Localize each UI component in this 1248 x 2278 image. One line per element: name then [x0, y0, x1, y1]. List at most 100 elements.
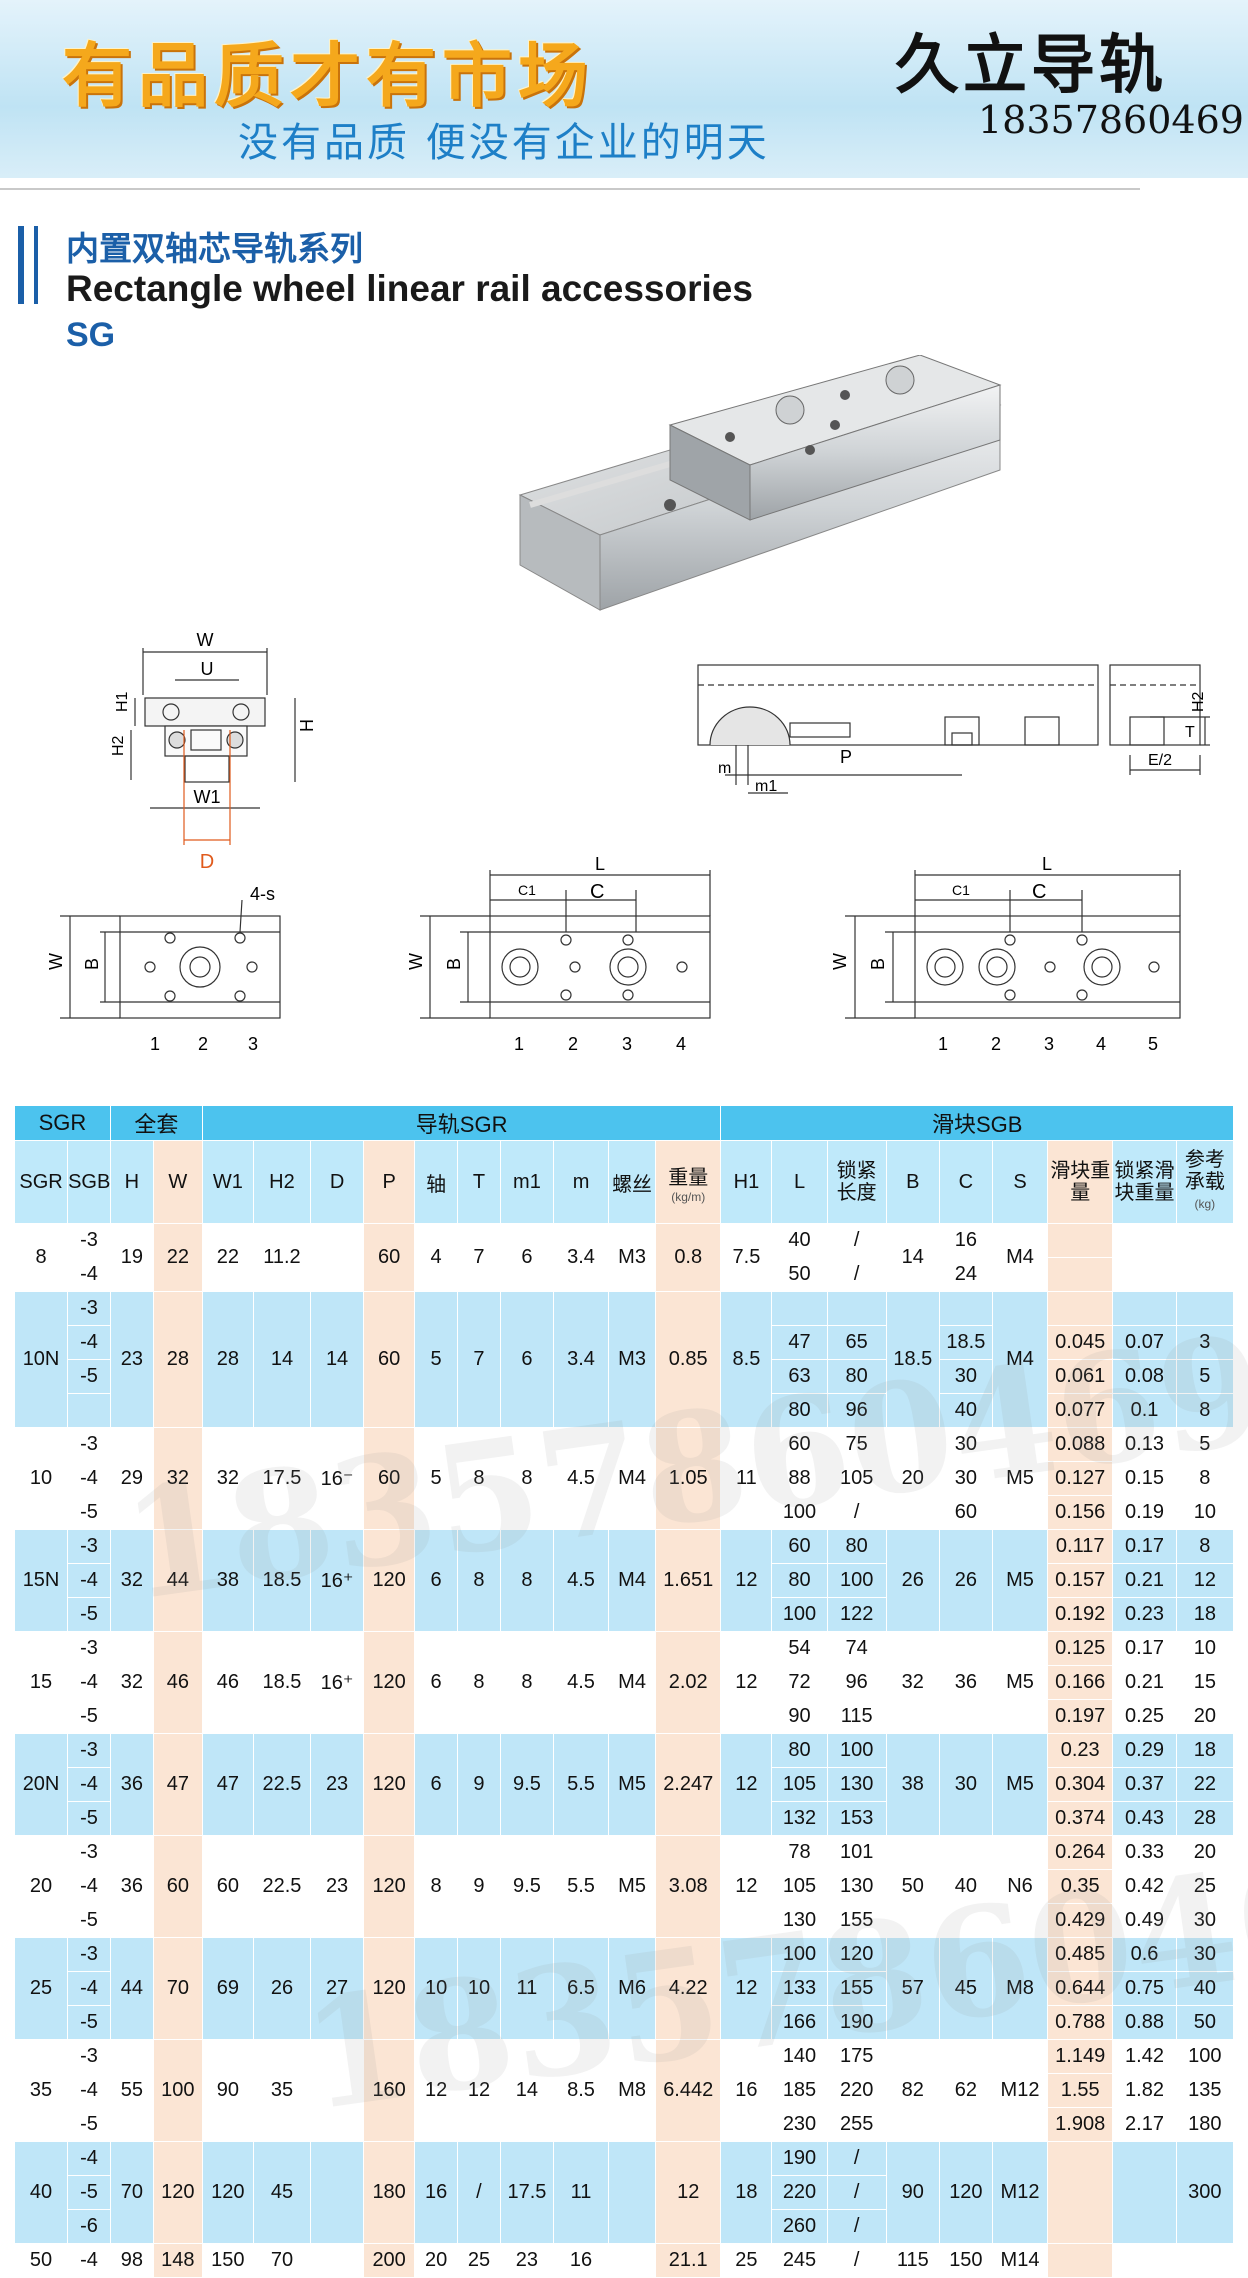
cell-lock-block-weight: 1.42	[1112, 2039, 1177, 2074]
cell-lock-length: 155	[826, 1971, 887, 2006]
cell-w1: 69	[201, 1937, 254, 2040]
label-H1: H1	[114, 691, 131, 712]
brand-name: 久立导轨	[895, 29, 1167, 103]
cell-l: 72	[771, 1665, 828, 1700]
cell-load	[1175, 1291, 1235, 1326]
cell-h: 36	[109, 1733, 154, 1836]
cell-m: 5.5	[552, 1835, 610, 1938]
top-view-3-wheel: 4-s W B 1 2 3	[46, 884, 281, 1054]
cell-sgr: 25	[13, 1937, 69, 2040]
cell-l: 190	[771, 2141, 828, 2176]
cell-block-weight	[1047, 2141, 1114, 2244]
cell-lock-length: 190	[826, 2005, 887, 2040]
num-2: 2	[568, 1034, 578, 1054]
cell-w: 28	[152, 1291, 203, 1428]
col-header-screw: 螺丝	[608, 1140, 657, 1224]
cell-block-weight: 0.157	[1047, 1563, 1114, 1598]
cell-h: 23	[109, 1291, 154, 1428]
cell-hh1: 8.5	[720, 1291, 773, 1428]
cell-block-weight: 0.127	[1047, 1461, 1114, 1496]
cell-lock-length: 115	[826, 1699, 887, 1734]
title-accent-bar	[18, 226, 24, 304]
cell-hh1: 11	[720, 1427, 773, 1530]
cell-lock-block-weight: 0.49	[1112, 1903, 1177, 1938]
cell-m1: 14	[499, 2039, 554, 2142]
cell-l: 105	[771, 1869, 828, 1904]
cell-m: 5.5	[552, 1733, 610, 1836]
cell-p: 120	[363, 1733, 416, 1836]
label-H2-side: H2	[1190, 691, 1207, 712]
cell-hh1: 12	[720, 1937, 773, 2040]
cell-load: 30	[1175, 1937, 1235, 1972]
cell-lock-length: 153	[826, 1801, 887, 1836]
cell-w: 120	[152, 2141, 203, 2244]
cell-lock-length: 105	[826, 1461, 887, 1496]
cell-shaft: 10	[414, 1937, 459, 2040]
cell-p: 160	[363, 2039, 416, 2142]
cell-sgr: 20N	[13, 1733, 69, 1836]
cell-t: /	[457, 2141, 501, 2244]
cell-t: 8	[457, 1427, 501, 1530]
cell-sgb: -3	[67, 1291, 111, 1326]
cell-s: M8	[991, 1937, 1049, 2040]
cell-h2: 18.5	[252, 1631, 312, 1734]
header-group-rail: 导轨SGR	[201, 1105, 722, 1141]
cell-block-weight: 1.149	[1047, 2039, 1114, 2074]
cell-sgb: -3	[67, 1223, 111, 1258]
cell-b: 20	[885, 1427, 940, 1530]
label-m: m	[718, 760, 731, 777]
cell-weight: 0.8	[655, 1223, 722, 1292]
header-group-sgr: SGR	[14, 1105, 111, 1141]
cell-hh1: 12	[720, 1835, 773, 1938]
cell-l: 80	[771, 1393, 828, 1428]
cell-weight: 2.247	[655, 1733, 722, 1836]
cell-s: M14	[991, 2243, 1049, 2278]
cell-s: M4	[991, 1223, 1049, 1292]
num-3: 3	[1044, 1034, 1054, 1054]
cell-block-weight: 0.788	[1047, 2005, 1114, 2040]
cell-lock-length: /	[826, 2175, 887, 2210]
cell-sgb: -5	[67, 1495, 111, 1530]
cell-h: 19	[109, 1223, 154, 1292]
cell-lock-block-weight: 0.6	[1112, 1937, 1177, 1972]
cell-lock-block-weight	[1112, 2141, 1177, 2244]
cell-l: 133	[771, 1971, 828, 2006]
cell-lock-block-weight: 0.88	[1112, 2005, 1177, 2040]
cell-h2: 22.5	[252, 1733, 312, 1836]
cell-w1: 32	[201, 1427, 254, 1530]
cell-block-weight: 0.374	[1047, 1801, 1114, 1836]
cell-w1: 28	[201, 1291, 254, 1428]
cell-b: 38	[885, 1733, 940, 1836]
label-C1: C1	[952, 882, 970, 898]
cell-sgb: -4	[67, 1767, 111, 1802]
cell-shaft: 5	[414, 1427, 459, 1530]
cell-load: 5	[1175, 1359, 1235, 1394]
cell-lock-length: 120	[826, 1937, 887, 1972]
cell-l: 230	[771, 2107, 828, 2142]
cell-b: 82	[885, 2039, 940, 2142]
header-group-set: 全套	[109, 1105, 203, 1141]
cell-lock-block-weight	[1112, 1257, 1177, 1292]
cell-d	[310, 2039, 365, 2142]
cell-l: 166	[771, 2005, 828, 2040]
phone-number: 18357860469	[978, 98, 1244, 142]
cell-b: 115	[885, 2243, 940, 2278]
cell-w1: 60	[201, 1835, 254, 1938]
cell-load: 100	[1175, 2039, 1235, 2074]
cell-lock-block-weight: 0.75	[1112, 1971, 1177, 2006]
cell-load: 50	[1175, 2005, 1235, 2040]
cell-m: 3.4	[552, 1223, 610, 1292]
col-header-h1: H1	[720, 1140, 773, 1224]
cell-s: M5	[991, 1733, 1049, 1836]
col-header-block-weight: 滑块重量	[1047, 1140, 1114, 1224]
cell-sgb: -5	[67, 1699, 111, 1734]
cell-t: 9	[457, 1835, 501, 1938]
cell-screw: M4	[608, 1631, 657, 1734]
cell-load: 300	[1175, 2141, 1235, 2244]
cell-c: 24	[938, 1257, 993, 1292]
